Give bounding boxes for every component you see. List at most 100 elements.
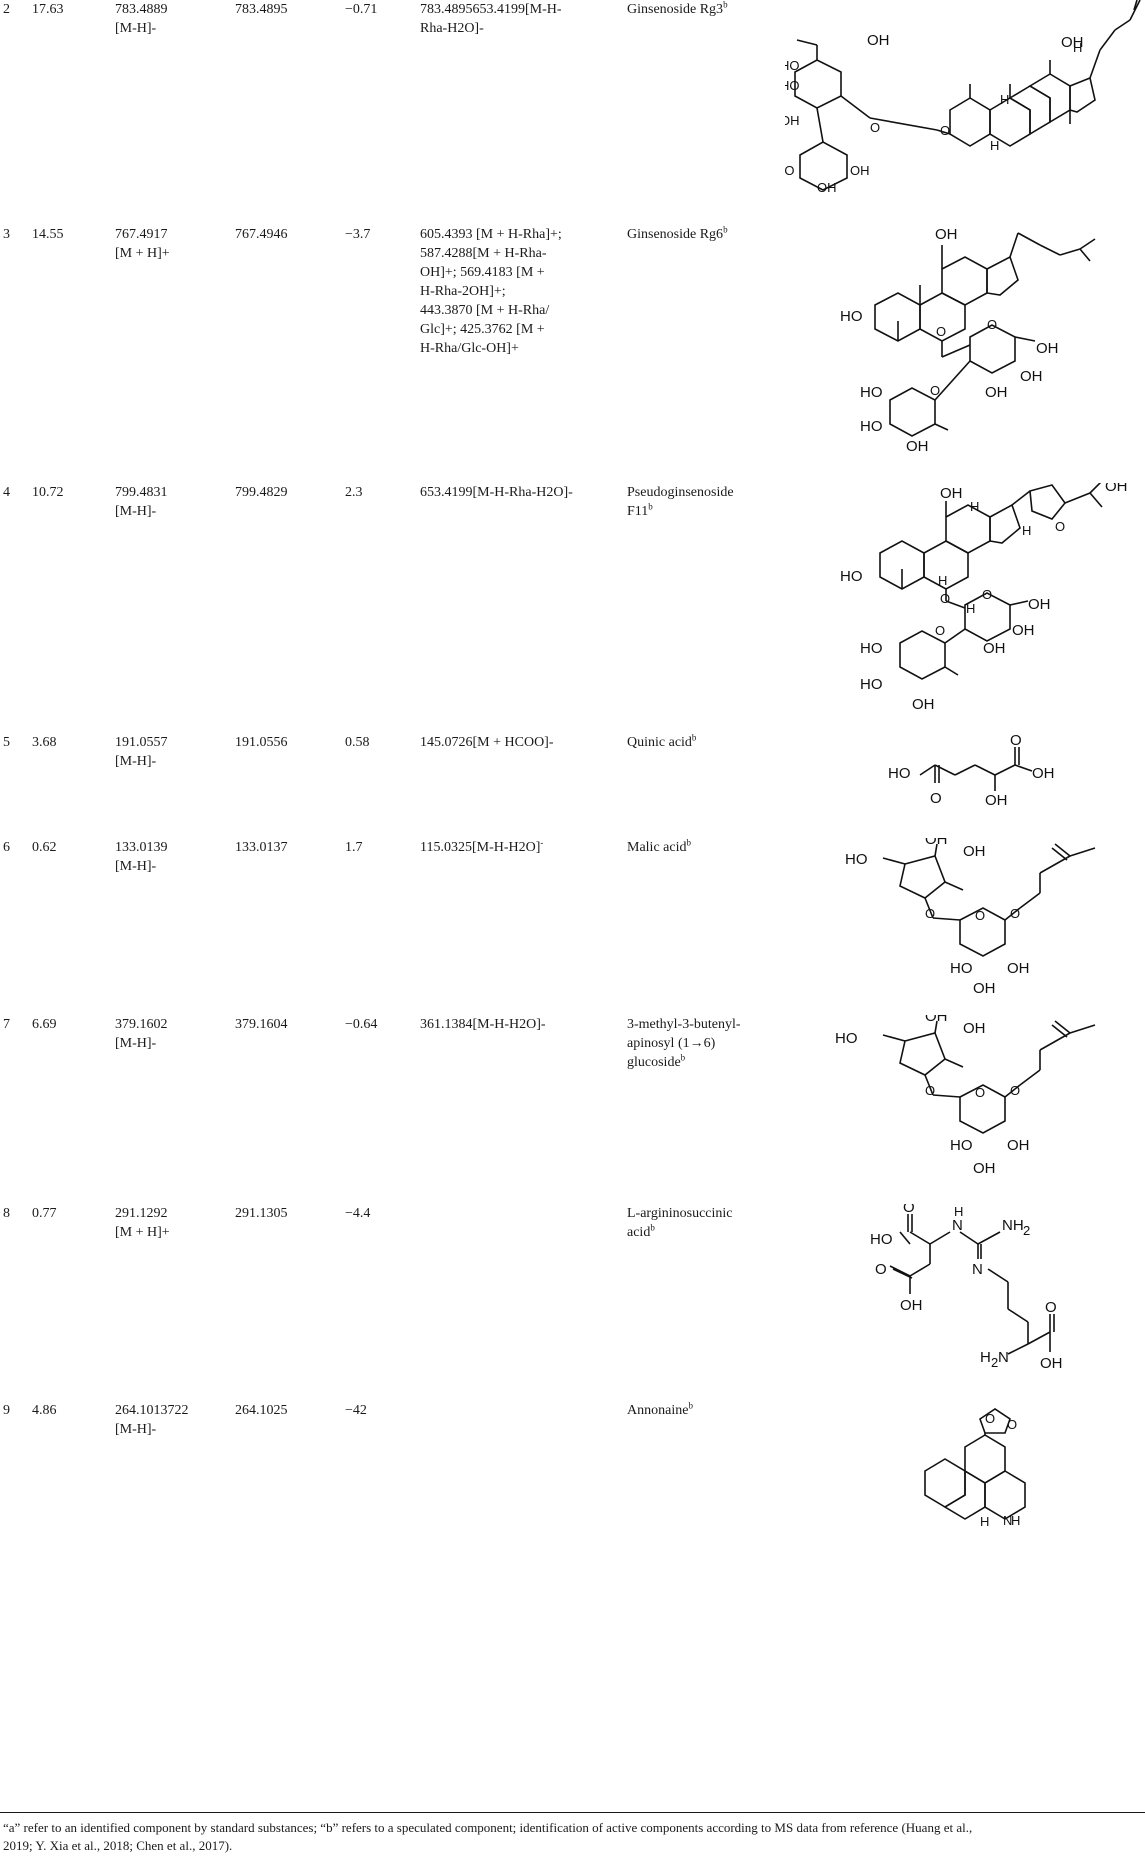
table-row: 4 10.72 799.4831[M-H]- 799.4829 2.3 653.… <box>0 483 1145 733</box>
mass-error: 1.7 <box>345 840 363 855</box>
svg-text:HO: HO <box>785 58 800 73</box>
svg-text:H: H <box>1022 523 1031 538</box>
svg-text:N: N <box>1003 1513 1012 1528</box>
svg-text:OH: OH <box>925 838 948 848</box>
svg-text:OH: OH <box>817 180 837 195</box>
svg-text:O: O <box>870 120 880 135</box>
fragment-ions: 605.4393 [M + H-Rha]+; 587.4288[M + H-Rh… <box>420 227 562 356</box>
svg-text:HO: HO <box>835 1030 858 1047</box>
retention-time: 3.68 <box>32 735 57 750</box>
svg-text:O: O <box>935 623 945 638</box>
svg-text:H: H <box>990 138 999 153</box>
theoretical-mz: 783.4895 <box>235 2 288 17</box>
svg-text:OH: OH <box>1028 596 1051 613</box>
svg-text:OH: OH <box>900 1297 923 1314</box>
svg-text:O: O <box>975 1085 985 1100</box>
compound-name: 3-methyl-3-butenyl- apinosyl (1→6) gluco… <box>627 1017 741 1070</box>
svg-text:HO: HO <box>860 640 883 657</box>
svg-text:HO: HO <box>950 960 973 977</box>
svg-text:OH: OH <box>935 226 958 243</box>
svg-text:OH: OH <box>925 1015 948 1025</box>
svg-text:H: H <box>966 601 975 616</box>
ginsenoside-rg3-structure-icon: OH OH H H H O O HO HO OH HO OH OH HO <box>785 0 1145 225</box>
compound-name: Ginsenoside Rg6b <box>627 224 728 242</box>
compound-name: L-argininosuccinic acidb <box>627 1206 733 1240</box>
table-row: 7 6.69 379.1602[M-H]- 379.1604 −0.64 361… <box>0 1015 1145 1195</box>
table-row: 8 0.77 291.1292[M + H]+ 291.1305 −4.4 L-… <box>0 1204 1145 1394</box>
svg-text:2: 2 <box>991 1355 998 1370</box>
svg-text:O: O <box>1010 906 1020 921</box>
svg-text:OH: OH <box>1036 340 1059 357</box>
table-row: 9 4.86 264.1013722[M-H]- 264.1025 −42 An… <box>0 1401 1145 1551</box>
compound-name: Quinic acidb <box>627 732 697 750</box>
fragment-ions: 653.4199[M-H-Rha-H2O]- <box>420 485 573 500</box>
svg-text:HO: HO <box>888 765 911 782</box>
svg-text:O: O <box>975 908 985 923</box>
svg-text:OH: OH <box>1105 483 1128 495</box>
table-row: 6 0.62 133.0139[M-H]- 133.0137 1.7 115.0… <box>0 838 1145 1003</box>
compound-name: Annonaineb <box>627 1400 693 1418</box>
fragment-ions: 145.0726[M + HCOO]- <box>420 735 554 750</box>
svg-text:O: O <box>930 790 942 807</box>
svg-text:OH: OH <box>985 384 1008 401</box>
mass-error: 0.58 <box>345 735 370 750</box>
svg-text:O: O <box>936 324 946 339</box>
measured-mz: 783.4889[M-H]- <box>115 2 168 36</box>
svg-text:OH: OH <box>1040 1355 1063 1372</box>
svg-text:OH: OH <box>906 438 929 455</box>
retention-time: 0.77 <box>32 1206 57 1221</box>
svg-text:OH: OH <box>940 485 963 502</box>
pseudoginsenoside-f11-structure-icon: OH H H OH O H H HO O O OH OH OH O HO HO <box>840 483 1145 733</box>
svg-text:O: O <box>982 587 992 602</box>
svg-text:OH: OH <box>1007 1137 1030 1154</box>
row-number: 6 <box>3 840 10 855</box>
svg-text:H: H <box>1000 92 1009 107</box>
row-number: 8 <box>3 1206 10 1221</box>
measured-mz: 133.0139[M-H]- <box>115 840 168 874</box>
fragment-ions: 783.4895653.4199[M-H-Rha-H2O]- <box>420 2 562 36</box>
mass-error: −0.64 <box>345 1017 378 1032</box>
svg-text:HO: HO <box>860 384 883 401</box>
row-number: 4 <box>3 485 10 500</box>
theoretical-mz: 264.1025 <box>235 1403 288 1418</box>
svg-text:OH: OH <box>1012 622 1035 639</box>
svg-text:H: H <box>980 1349 991 1366</box>
svg-text:N: N <box>998 1349 1009 1366</box>
svg-text:H: H <box>938 573 947 588</box>
measured-mz: 379.1602[M-H]- <box>115 1017 168 1051</box>
svg-text:HO: HO <box>950 1137 973 1154</box>
svg-text:OH: OH <box>973 1160 996 1177</box>
table-bottom-rule <box>0 1812 1145 1813</box>
svg-text:O: O <box>940 591 950 606</box>
svg-text:H: H <box>970 499 979 514</box>
svg-text:O: O <box>875 1261 887 1278</box>
svg-text:O: O <box>985 1411 995 1426</box>
svg-text:OH: OH <box>1032 765 1055 782</box>
svg-text:OH: OH <box>1061 34 1084 51</box>
row-number: 9 <box>3 1403 10 1418</box>
measured-mz: 767.4917[M + H]+ <box>115 227 170 261</box>
mass-error: −42 <box>345 1403 367 1418</box>
theoretical-mz: 291.1305 <box>235 1206 288 1221</box>
svg-text:OH: OH <box>983 640 1006 657</box>
theoretical-mz: 379.1604 <box>235 1017 288 1032</box>
svg-text:HO: HO <box>785 163 795 178</box>
svg-text:OH: OH <box>985 792 1008 809</box>
annonaine-structure-icon: O O H N H <box>905 1401 1045 1551</box>
theoretical-mz: 799.4829 <box>235 485 288 500</box>
svg-text:N: N <box>972 1261 983 1278</box>
svg-text:OH: OH <box>973 980 996 997</box>
svg-text:OH: OH <box>912 696 935 713</box>
fragment-ions: 361.1384[M-H-H2O]- <box>420 1017 546 1032</box>
svg-text:OH: OH <box>1007 960 1030 977</box>
svg-text:OH: OH <box>1020 368 1043 385</box>
svg-text:HO: HO <box>845 851 868 868</box>
mass-error: −3.7 <box>345 227 371 242</box>
row-number: 3 <box>3 227 10 242</box>
svg-text:N: N <box>952 1217 963 1234</box>
svg-text:O: O <box>1010 1083 1020 1098</box>
svg-text:2: 2 <box>1023 1223 1030 1238</box>
row-number: 7 <box>3 1017 10 1032</box>
retention-time: 4.86 <box>32 1403 57 1418</box>
